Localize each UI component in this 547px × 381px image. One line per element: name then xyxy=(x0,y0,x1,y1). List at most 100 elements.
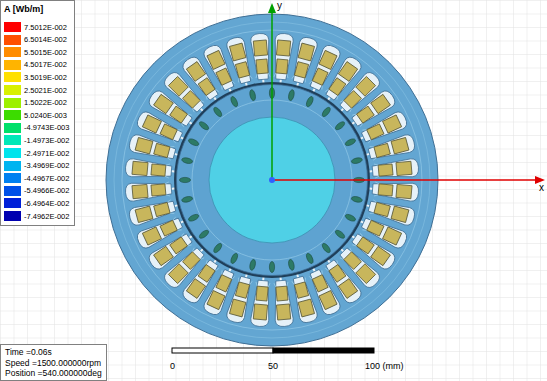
bar xyxy=(288,89,296,101)
rotor-bar xyxy=(230,96,239,108)
coil-side xyxy=(207,50,225,69)
legend-row: 6.5014E-002 xyxy=(4,33,71,46)
bar xyxy=(321,242,332,254)
legend-title: A [Wb/m] xyxy=(4,4,71,15)
bar xyxy=(188,138,200,147)
coil-side xyxy=(294,62,308,78)
coil-side xyxy=(374,143,390,157)
coil-side xyxy=(378,164,393,176)
legend-row: -3.4969E-002 xyxy=(4,159,71,172)
coil-side xyxy=(142,115,161,133)
info-text: Time =0.06s xyxy=(5,347,102,357)
slot xyxy=(125,179,177,201)
slot xyxy=(125,158,177,180)
bar xyxy=(351,196,363,204)
coil-side xyxy=(294,282,308,298)
legend-row: 5.0240E-003 xyxy=(4,109,71,122)
coil-side xyxy=(256,59,268,74)
rotor-bar xyxy=(351,157,363,165)
slot-outline xyxy=(250,280,272,327)
coil-side xyxy=(298,43,314,61)
rotor-bar xyxy=(188,213,200,222)
legend-swatch xyxy=(4,135,21,145)
legend-swatch xyxy=(4,35,21,45)
coil-side xyxy=(276,40,290,56)
bar xyxy=(344,213,356,222)
coil-side xyxy=(298,299,314,317)
bar xyxy=(305,252,314,264)
slot xyxy=(250,275,272,327)
coil-side xyxy=(135,137,153,153)
bar xyxy=(181,157,193,165)
legend-value: 4.5017E-002 xyxy=(24,60,67,69)
scale-label: 0 xyxy=(170,362,175,371)
coil-side xyxy=(253,304,267,320)
legend-value: -5.4966E-002 xyxy=(24,186,69,195)
legend-swatch xyxy=(4,47,21,57)
scale-label: 50 xyxy=(268,362,278,371)
legend-row: 1.5022E-002 xyxy=(4,96,71,109)
bar xyxy=(305,96,314,108)
coil-side xyxy=(135,206,153,222)
rotor-bar xyxy=(188,138,200,147)
legend-row: -6.4964E-002 xyxy=(4,197,71,210)
slot-outline xyxy=(225,36,254,85)
legend-row: 7.5012E-002 xyxy=(4,21,71,34)
bar xyxy=(230,96,239,108)
coil-side xyxy=(168,76,188,96)
slot-outline xyxy=(372,158,419,180)
rotor-bar xyxy=(344,138,356,147)
coil-side xyxy=(338,279,357,299)
legend-swatch xyxy=(4,186,21,196)
rotor-bar xyxy=(181,157,193,165)
bar xyxy=(321,106,332,118)
rotor-bar xyxy=(269,262,274,273)
coil-side xyxy=(168,264,188,284)
legend-swatch xyxy=(4,22,21,32)
coil-side xyxy=(142,227,161,245)
bar xyxy=(334,120,346,131)
bar xyxy=(344,138,356,147)
axis-label: y xyxy=(277,1,282,11)
coil-side xyxy=(312,275,328,292)
rotor-bar xyxy=(305,252,314,264)
rotor-bar xyxy=(249,259,257,271)
coil-side xyxy=(391,206,409,222)
rotor-bar xyxy=(334,120,346,131)
axis-label: x xyxy=(539,183,544,193)
slot xyxy=(250,33,272,85)
coil-side xyxy=(207,291,225,310)
bar xyxy=(181,196,193,204)
x-axis xyxy=(272,179,542,181)
coil-side xyxy=(276,286,288,301)
coil-side xyxy=(276,304,290,320)
bar xyxy=(351,157,363,165)
legend-row: -5.4966E-002 xyxy=(4,185,71,198)
scale-label: 100 (mm) xyxy=(365,362,404,371)
coil-side xyxy=(235,282,249,298)
legend-value: -7.4962E-002 xyxy=(24,212,69,221)
coil-side xyxy=(338,62,357,82)
coil-side xyxy=(154,246,174,265)
coil-side xyxy=(367,124,384,140)
legend-swatch xyxy=(4,173,21,183)
legend-swatch xyxy=(4,110,21,120)
slot xyxy=(367,158,419,180)
slot-outline xyxy=(125,158,172,180)
rotor-bar xyxy=(180,177,191,182)
bar xyxy=(198,229,210,240)
coil-side xyxy=(378,184,393,196)
bar xyxy=(288,259,296,271)
legend-row: -7.4962E-002 xyxy=(4,210,71,223)
coil-side xyxy=(319,50,337,69)
coil-side xyxy=(183,91,201,109)
coil-side xyxy=(160,220,177,236)
slot-outline xyxy=(289,275,318,324)
legend-swatch xyxy=(4,148,21,158)
legend-swatch xyxy=(4,211,21,221)
coil-side xyxy=(391,137,409,153)
y-arrowhead xyxy=(268,3,276,13)
